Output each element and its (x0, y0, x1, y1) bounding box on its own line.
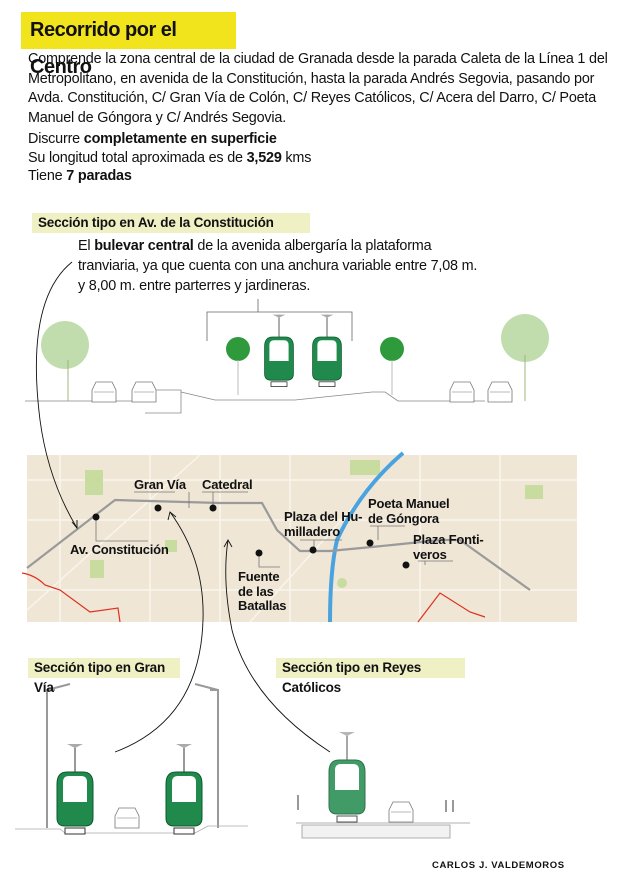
car-icon (388, 801, 414, 823)
tram-route (26, 498, 531, 591)
connector-arrows (35, 261, 331, 753)
fact-length: Su longitud total aproximada es de 3,529… (28, 149, 311, 168)
fact-bold: 7 paradas (66, 168, 132, 185)
fact-text: Su longitud total aproximada es de (28, 149, 247, 166)
fact-stops: Tiene 7 paradas (28, 167, 311, 186)
stop-marker[interactable] (366, 539, 374, 547)
section-label-granvia: Sección tipo en Gran Vía (28, 658, 180, 695)
author-credit: CARLOS J. VALDEMOROS (432, 860, 565, 871)
stop-label-catedral: Catedral (202, 477, 253, 492)
tram-icon (328, 731, 366, 823)
label-line: Plaza Fonti- (413, 532, 484, 547)
stop-marker[interactable] (309, 546, 317, 554)
page-title: Recorrido por el Centro (21, 12, 236, 78)
stop-label-humilladero: Plaza del Hu-milladero (284, 509, 363, 539)
desc-text: de la avenida albergaría la plataforma t… (78, 238, 478, 294)
fact-text: Tiene (28, 168, 67, 185)
section-description: El bulevar central de la avenida alberga… (78, 237, 478, 296)
stop-label-gran-via: Gran Vía (134, 477, 186, 492)
streetlamp-icon (46, 683, 71, 828)
section-label-constitucion: Sección tipo en Av. de la Constitución (32, 213, 310, 233)
route-map (21, 451, 577, 623)
stop-marker[interactable] (92, 513, 100, 521)
section-label-reyes: Sección tipo en Reyes Católicos (276, 658, 465, 695)
desc-text: El (78, 238, 95, 254)
tree-icon (380, 337, 404, 361)
stop-marker[interactable] (402, 561, 410, 569)
stop-marker[interactable] (255, 549, 263, 557)
fact-surface: Discurre completamente en superficie (28, 130, 311, 149)
pedestrian-icon (297, 795, 454, 812)
label-line: veros (413, 546, 447, 562)
stop-marker[interactable] (154, 504, 162, 512)
tram-icon (56, 743, 94, 835)
label-line: Poeta Manuel (368, 496, 450, 511)
label-line: Plaza del Hu- (284, 509, 363, 524)
label-line: milladero (284, 523, 340, 539)
intro-paragraph: Comprende la zona central de la ciudad d… (28, 51, 608, 126)
car-icon (487, 381, 513, 403)
stop-label-fontiveros: Plaza Fonti-veros (413, 532, 484, 562)
car-icon (91, 381, 117, 403)
tree-icon (226, 337, 250, 361)
car-icon (449, 381, 475, 403)
label-line: Fuente (238, 569, 280, 584)
streetlamp-icon (194, 683, 219, 828)
tree-icon (501, 314, 549, 362)
stop-marker[interactable] (209, 504, 217, 512)
cross-section-granvia (15, 683, 248, 835)
label-line: de Góngora (368, 510, 439, 526)
fact-text: kms (281, 149, 312, 166)
fact-text: Discurre (28, 131, 84, 147)
car-icon (114, 807, 140, 829)
tree-icon (41, 321, 89, 369)
fact-bold: 3,529 (246, 149, 282, 166)
label-line: de las (238, 583, 274, 599)
cross-section-constitucion (25, 299, 549, 414)
tram-icon (264, 314, 294, 388)
label-line: Batallas (238, 598, 287, 613)
fact-bold: completamente en superficie (83, 131, 277, 147)
desc-bold: bulevar central (94, 238, 194, 254)
tram-icon (165, 743, 203, 835)
car-icon (131, 381, 157, 403)
stop-label-av-constitucion: Av. Constitución (70, 542, 169, 557)
cross-section-reyes (296, 731, 470, 839)
facts-list: Discurre completamente en superficie Su … (28, 130, 311, 186)
tram-icon (312, 314, 342, 388)
